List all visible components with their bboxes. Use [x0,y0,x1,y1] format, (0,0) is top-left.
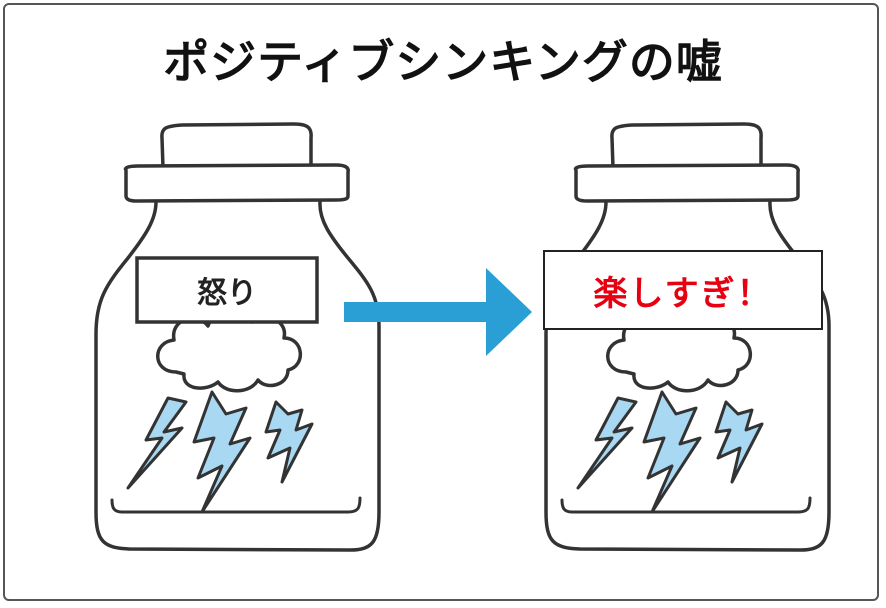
left-label-frame [135,256,319,324]
left-bottle-label: 怒り [197,276,257,311]
right-bottle [544,122,831,552]
left-bottle [94,122,381,552]
right-bottle-label: 楽しすぎ！ [543,250,823,330]
right-arrow-icon [344,268,532,356]
figure-title: ポジティブシンキングの嘘 [163,35,723,89]
